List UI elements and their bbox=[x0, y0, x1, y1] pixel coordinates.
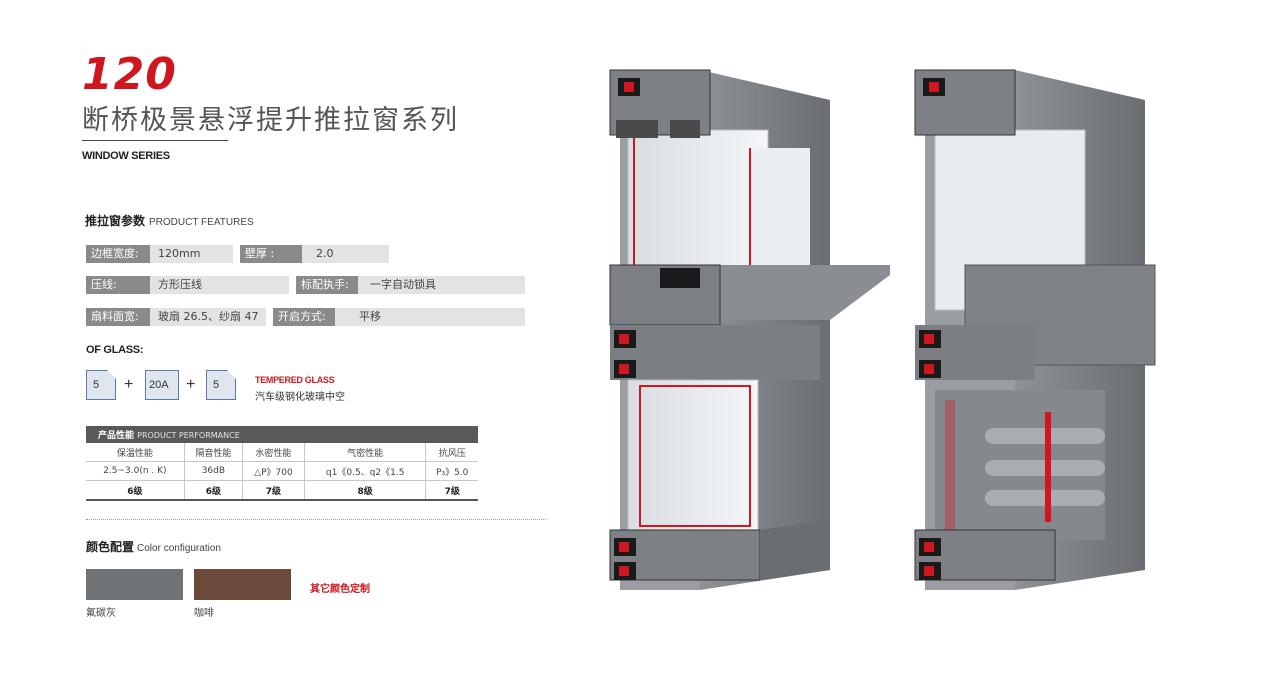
table-header-cell: 保温性能 bbox=[86, 443, 185, 462]
param-frame-width: 边框宽度: 120mm bbox=[86, 245, 233, 263]
param-value: 120mm bbox=[158, 247, 201, 260]
performance-table: 产品性能 PRODUCT PERFORMANCE 保温性能 隔音性能 水密性能 … bbox=[86, 426, 478, 501]
table-row: 6级 6级 7级 8级 7级 bbox=[86, 480, 478, 501]
param-bead: 压线: 方形压线 bbox=[86, 276, 289, 294]
table-cell: 7级 bbox=[242, 480, 305, 501]
dotted-divider bbox=[86, 519, 546, 520]
glass-pane-box: 5 bbox=[206, 370, 236, 400]
param-label: 壁厚 : bbox=[240, 245, 302, 263]
glass-type-cn: 汽车级钢化玻璃中空 bbox=[255, 392, 345, 403]
series-title-en: WINDOW SERIES bbox=[82, 150, 170, 162]
table-header-cell: 抗风压 bbox=[425, 443, 478, 462]
model-number: 120 bbox=[82, 49, 177, 100]
table-cell: 36dB bbox=[184, 461, 243, 481]
swatch-label: 咖啡 bbox=[194, 608, 214, 619]
table-cell: 2.5~3.0(n . K) bbox=[86, 461, 185, 481]
table-row: 2.5~3.0(n . K) 36dB △P》700 q1《0.5、q2《1.5… bbox=[86, 461, 478, 481]
param-wall-thickness: 壁厚 : 2.0 bbox=[240, 245, 389, 263]
param-value: 玻扇 26.5、纱扇 47 bbox=[158, 310, 259, 323]
color-swatch-gray bbox=[86, 569, 183, 600]
table-cell: 6级 bbox=[184, 480, 243, 501]
title-divider bbox=[82, 140, 228, 141]
features-heading-cn: 推拉窗参数 bbox=[85, 214, 146, 228]
glass-pane-box: 5 bbox=[86, 370, 116, 400]
table-cell: 8级 bbox=[304, 480, 427, 501]
param-label: 边框宽度: bbox=[86, 245, 150, 263]
color-heading-en: Color configuration bbox=[137, 543, 221, 554]
glass-type-en: TEMPERED GLASS bbox=[255, 375, 335, 385]
param-label: 标配执手: bbox=[296, 276, 358, 294]
param-value: 2.0 bbox=[316, 247, 334, 260]
param-handle: 标配执手: 一字自动锁具 bbox=[296, 276, 525, 294]
plus-sign: + bbox=[124, 376, 134, 393]
glass-heading: OF GLASS: bbox=[86, 344, 144, 356]
table-cell: q1《0.5、q2《1.5 bbox=[304, 461, 427, 481]
table-header-cell: 水密性能 bbox=[242, 443, 305, 462]
table-cell: P₃》5.0 bbox=[425, 461, 478, 481]
param-label: 压线: bbox=[86, 276, 150, 294]
performance-heading-en: PRODUCT PERFORMANCE bbox=[137, 431, 240, 440]
table-header-cell: 气密性能 bbox=[304, 443, 427, 462]
performance-heading-cn: 产品性能 bbox=[98, 431, 135, 441]
custom-color-note: 其它颜色定制 bbox=[310, 584, 370, 595]
param-value: 平移 bbox=[359, 310, 381, 323]
window-section-illustration-screen bbox=[914, 69, 1156, 590]
plus-sign: + bbox=[186, 376, 196, 393]
features-heading-en: PRODUCT FEATURES bbox=[149, 217, 254, 228]
swatch-label: 氟碳灰 bbox=[86, 608, 116, 619]
param-label: 开启方式: bbox=[273, 308, 335, 326]
param-opening-type: 开启方式: 平移 bbox=[273, 308, 525, 326]
glass-gap-box: 20A bbox=[145, 370, 179, 400]
table-cell: △P》700 bbox=[242, 461, 305, 481]
performance-heading: 产品性能 PRODUCT PERFORMANCE bbox=[86, 426, 478, 443]
param-sash-width: 扇料面宽: 玻扇 26.5、纱扇 47 bbox=[86, 308, 266, 326]
color-swatch-coffee bbox=[194, 569, 291, 600]
param-value: 方形压线 bbox=[158, 278, 202, 291]
param-label: 扇料面宽: bbox=[86, 308, 150, 326]
series-title-cn: 断桥极景悬浮提升推拉窗系列 bbox=[82, 105, 459, 136]
table-header-cell: 隔音性能 bbox=[184, 443, 243, 462]
param-value: 一字自动锁具 bbox=[370, 278, 436, 291]
color-heading-cn: 颜色配置 bbox=[86, 540, 135, 554]
table-cell: 7级 bbox=[425, 480, 478, 501]
table-row: 保温性能 隔音性能 水密性能 气密性能 抗风压 bbox=[86, 443, 478, 462]
window-section-illustration-glass bbox=[609, 69, 890, 590]
table-cell: 6级 bbox=[86, 480, 185, 501]
